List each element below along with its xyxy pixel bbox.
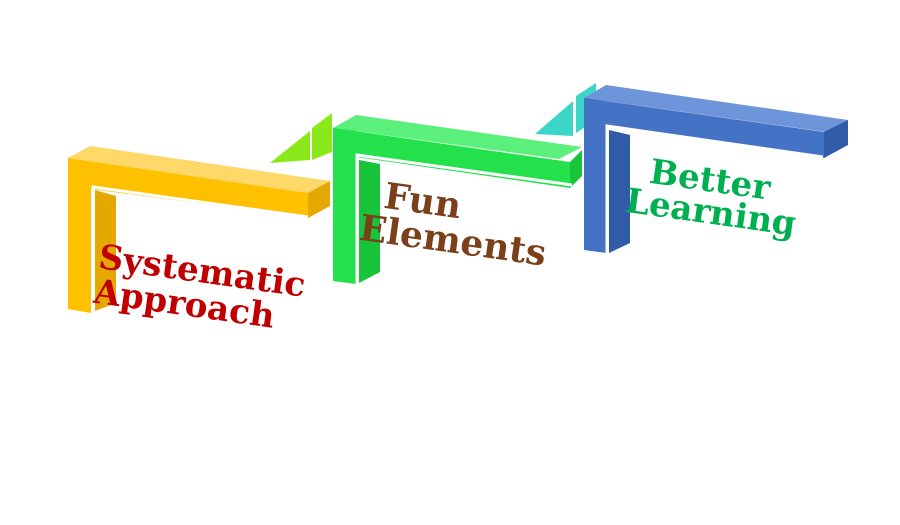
connector-1-2-face-b <box>312 113 332 160</box>
step-better-learning <box>584 85 848 254</box>
step-3-bar-top <box>584 85 848 132</box>
step-3-post-front <box>584 98 606 253</box>
step-1-post-side <box>95 190 116 311</box>
label-fun-elements: Fun Elements <box>357 175 549 275</box>
step-systematic-approach <box>68 146 330 313</box>
step-fun-elements <box>333 115 582 284</box>
step-3-edge-highlight <box>605 124 824 254</box>
step-1-bar-front <box>68 158 308 218</box>
step-3-bar-front <box>584 98 824 158</box>
step-2-post-front <box>333 128 356 284</box>
connector-2-3-face-a <box>535 101 573 136</box>
step-2-bar-end <box>570 150 582 188</box>
connector-1-2 <box>270 113 332 163</box>
connector-1-2-face-a <box>270 131 310 163</box>
step-2-post-side <box>359 160 380 283</box>
step-3-bar-end <box>824 120 848 158</box>
step-1-bar-top <box>68 146 330 193</box>
label-systematic-approach: Systematic Approach <box>90 237 308 337</box>
step-2-bar-front <box>333 128 570 188</box>
step-2-edge-highlight <box>355 153 573 284</box>
step-1-post-front <box>68 158 91 313</box>
step-1-bar-end <box>308 181 330 218</box>
label-better-learning: Better Learning <box>623 152 799 244</box>
step-2-bar-top <box>333 115 582 159</box>
step-3-post-side <box>609 130 630 253</box>
step-1-edge-highlight <box>91 185 309 313</box>
